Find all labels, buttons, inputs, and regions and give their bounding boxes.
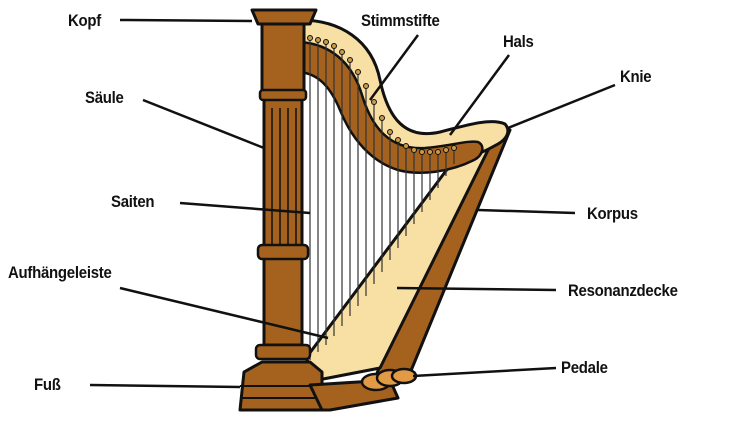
label-saeule: Säule <box>85 88 124 107</box>
strings <box>309 38 455 360</box>
label-korpus: Korpus <box>587 204 638 223</box>
leader-lines <box>89 18 616 389</box>
tuning-pins <box>307 35 457 155</box>
label-aufhaengeleiste: Aufhängeleiste <box>8 263 112 282</box>
label-resonanzdecke: Resonanzdecke <box>568 281 678 300</box>
label-fuss: Fuß <box>34 375 61 394</box>
crown-shape <box>260 20 306 98</box>
neck-inner-shape <box>298 40 484 174</box>
label-saiten: Saiten <box>111 192 155 211</box>
label-stimmstifte: Stimmstifte <box>361 11 440 30</box>
label-kopf: Kopf <box>68 11 102 30</box>
label-knie: Knie <box>620 67 652 86</box>
label-pedale: Pedale <box>561 358 608 377</box>
pedals-shape <box>360 367 418 392</box>
label-hals: Hals <box>503 32 534 51</box>
